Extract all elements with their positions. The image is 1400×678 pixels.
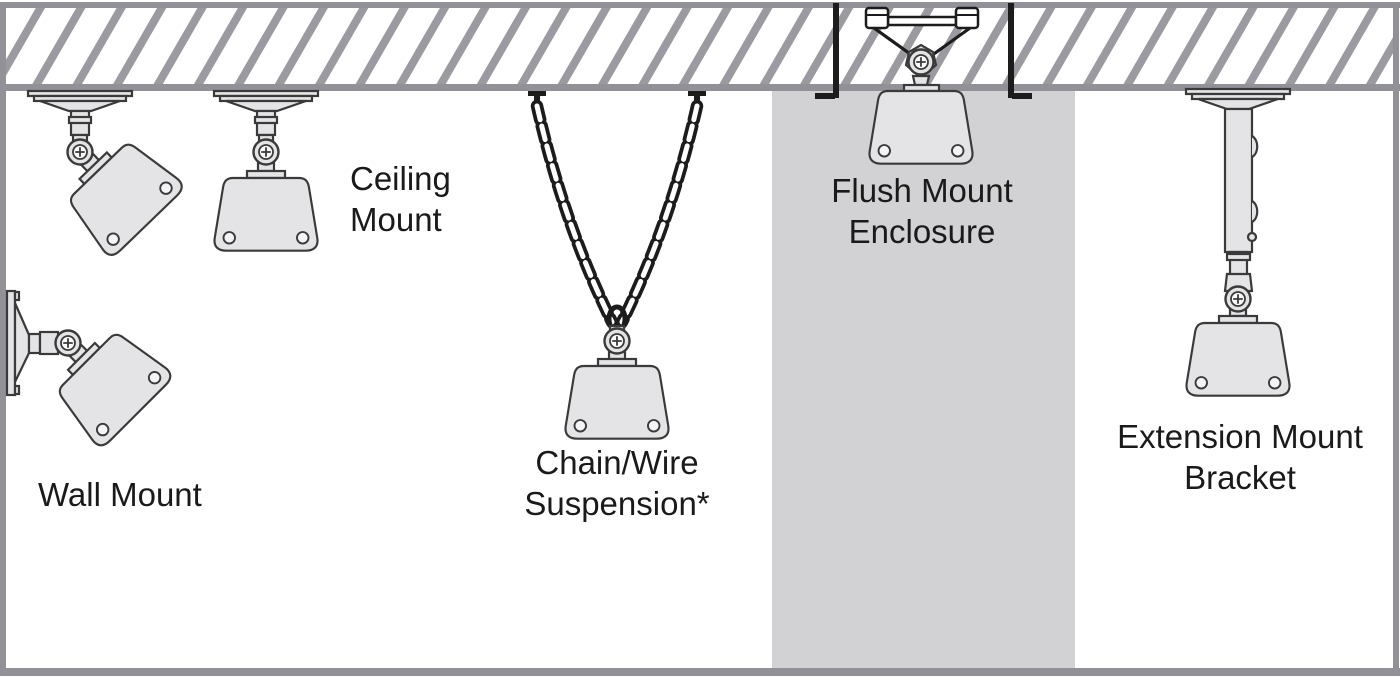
wall-left — [0, 2, 6, 676]
pole-notch — [1251, 135, 1259, 158]
ball-joint-icon — [907, 48, 935, 76]
enclosure-side-right — [1008, 3, 1014, 98]
speaker-icon — [213, 176, 319, 252]
chain-suspension-illustration: Chain/Wire Suspension* — [524, 91, 710, 522]
flush-mount-illustration: Flush Mount Enclosure — [815, 3, 1032, 250]
flush-mount-label-line2: Enclosure — [849, 213, 996, 250]
ceiling-section — [0, 2, 1400, 91]
chain-suspension-label-line2: Suspension* — [524, 485, 709, 522]
ceiling-hatch — [6, 8, 1393, 84]
speaker-icon — [564, 364, 670, 440]
chain-suspension-label-line1: Chain/Wire — [535, 444, 698, 481]
flush-mount-recess — [772, 88, 1075, 668]
floor-line — [0, 668, 1400, 676]
chain-anchor-left — [528, 91, 546, 105]
flush-mount-label-line1: Flush Mount — [831, 172, 1013, 209]
pole-notch — [1251, 200, 1259, 223]
speaker-icon — [1185, 321, 1291, 397]
chain-left — [530, 99, 619, 329]
enclosure-side-left — [833, 3, 839, 98]
ceiling-mount-label-line2: Mount — [350, 201, 442, 238]
ball-joint-icon — [66, 138, 94, 166]
speaker-icon — [868, 89, 974, 165]
ceiling-mount-unit-tilted — [26, 89, 187, 260]
wall-mount-illustration: Wall Mount — [5, 289, 202, 513]
extension-pole — [1223, 107, 1254, 254]
ceiling-mount-label-line1: Ceiling — [350, 160, 451, 197]
chain-right — [615, 99, 704, 329]
ceiling-bottom-line — [0, 84, 1400, 91]
ball-joint-icon — [54, 329, 82, 357]
chain-anchor-right — [688, 91, 706, 105]
ball-joint-icon — [252, 138, 280, 166]
extension-mount-illustration: Extension Mount Bracket — [1117, 87, 1363, 496]
extension-mount-label-line1: Extension Mount — [1117, 418, 1363, 455]
ball-joint-icon — [603, 327, 631, 355]
ceiling-mount-illustration: Ceiling Mount — [26, 89, 451, 260]
wall-right — [1393, 2, 1399, 676]
ball-joint-icon — [1224, 285, 1252, 313]
ceiling-mount-unit-straight — [212, 89, 320, 252]
wall-mount-label: Wall Mount — [38, 476, 202, 513]
enclosure-yoke — [864, 6, 980, 58]
extension-mount-label-line2: Bracket — [1184, 459, 1296, 496]
ceiling-top-line — [0, 2, 1400, 8]
